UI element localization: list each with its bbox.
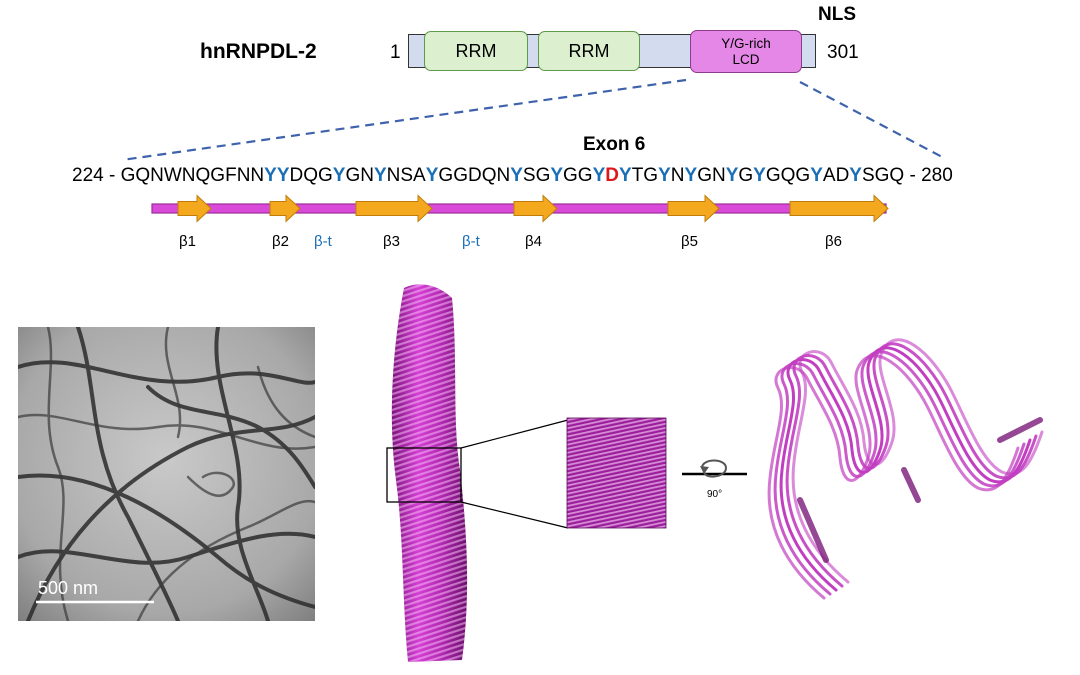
- residue-segment: GGDQN: [438, 165, 511, 186]
- em-micrograph: [18, 327, 315, 621]
- residue-start: 1: [390, 42, 401, 63]
- fibril-cross-section-ribbons: [767, 338, 1044, 600]
- highlighted-residue-blue: Y: [332, 165, 346, 186]
- protein-name: hnRNPDL-2: [200, 40, 317, 63]
- strand-arrow-1: [177, 194, 212, 223]
- strand-label-b5: β5: [681, 233, 698, 250]
- highlighted-residue-blue: Y: [550, 165, 564, 186]
- zoom-box: [386, 447, 462, 503]
- residue-segment: NSA: [386, 165, 426, 186]
- strand-label-b1: β1: [179, 233, 196, 250]
- zoom-line-right: [799, 81, 945, 159]
- zoom-connector-bottom: [460, 501, 569, 529]
- turn-label-1: β-t: [314, 233, 332, 250]
- residue-segment: N: [670, 165, 685, 186]
- highlighted-residue-red: D: [605, 165, 620, 186]
- residue-segment: GQG: [765, 165, 811, 186]
- highlighted-residue-blue: Y: [725, 165, 739, 186]
- sequence-start: 224 -: [72, 165, 121, 186]
- strand-label-b4: β4: [525, 233, 542, 250]
- lcd-label-line1: Y/G-rich: [721, 35, 771, 51]
- residue-segment: GN: [345, 165, 374, 186]
- highlighted-residue-blue: Y: [753, 165, 766, 186]
- strand-label-b2: β2: [272, 233, 289, 250]
- rotation-label: 90°: [707, 489, 723, 500]
- strand-arrow-3: [355, 194, 433, 223]
- rrm-domain-1: RRM: [424, 31, 528, 71]
- residue-segment: G: [738, 165, 754, 186]
- residue-segment: TG: [631, 165, 659, 186]
- highlighted-residue-blue: Y: [425, 165, 439, 186]
- residue-end: 301: [827, 42, 859, 63]
- sequence-residues: GQNWNQGFNNYYDQGYGNYNSAYGGDQNYSGYGGYDYTGY…: [121, 165, 905, 186]
- strand-arrows: [177, 194, 889, 223]
- highlighted-residue-blue: Y: [658, 165, 671, 186]
- strand-arrow-5: [667, 194, 720, 223]
- sequence-line: 224 - GQNWNQGFNNYYDQGYGNYNSAYGGDQNYSGYGG…: [72, 165, 953, 187]
- strand-label-b6: β6: [825, 233, 842, 250]
- scale-bar-label: 500 nm: [38, 578, 99, 598]
- residue-segment: GN: [697, 165, 726, 186]
- highlighted-residue-blue: Y: [510, 165, 523, 186]
- highlighted-residue-blue: Y: [810, 165, 823, 186]
- highlighted-residue-blue: Y: [684, 165, 698, 186]
- rrm-domain-2: RRM: [538, 31, 640, 71]
- lcd-label-line2: LCD: [732, 51, 760, 67]
- strand-arrow-6: [789, 194, 889, 223]
- residue-segment: SGQ: [861, 165, 905, 186]
- zoom-line-left: [121, 78, 687, 162]
- residue-segment: GQNWNQGFNN: [120, 165, 265, 186]
- lcd-domain: Y/G-rich LCD: [690, 30, 802, 73]
- residue-segment: DQG: [289, 165, 333, 186]
- turn-label-2: β-t: [462, 233, 480, 250]
- highlighted-residue-blue: YY: [264, 165, 290, 186]
- exon-label: Exon 6: [583, 134, 646, 155]
- residue-segment: GG: [563, 165, 593, 186]
- highlighted-residue-blue: Y: [373, 165, 387, 186]
- zoomed-density-inset: [566, 417, 667, 529]
- rotation-90-icon: [682, 459, 747, 478]
- strand-arrow-2: [269, 194, 301, 223]
- highlighted-residue-blue: Y: [592, 165, 606, 186]
- highlighted-residue-blue: Y: [849, 165, 862, 186]
- fibril-density-map: [391, 284, 468, 662]
- nls-label: NLS: [818, 4, 856, 25]
- strand-arrow-4: [513, 194, 558, 223]
- strand-label-b3: β3: [383, 233, 400, 250]
- residue-segment: SG: [522, 165, 551, 186]
- highlighted-residue-blue: Y: [619, 165, 632, 186]
- residue-segment: AD: [822, 165, 850, 186]
- sequence-end: - 280: [904, 165, 953, 186]
- zoom-connector-top: [460, 419, 569, 449]
